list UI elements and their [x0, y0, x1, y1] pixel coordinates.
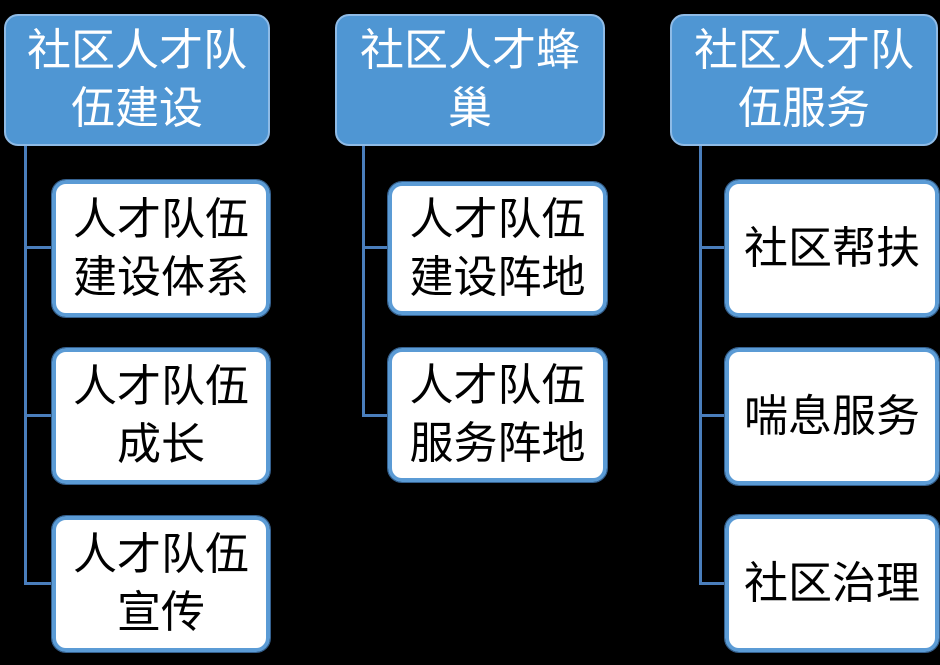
child-label: 人才队伍宣传 [73, 530, 249, 637]
header-label: 社区人才蜂巢 [360, 26, 580, 133]
child-box-talent-growth: 人才队伍成长 [51, 347, 271, 485]
header-box-talent-service: 社区人才队伍服务 [670, 14, 938, 146]
child-label: 人才队伍建设阵地 [409, 194, 586, 302]
connector-branch [699, 246, 725, 249]
child-label: 人才队伍成长 [73, 362, 249, 469]
connector-trunk [362, 146, 365, 417]
child-label: 人才队伍服务阵地 [409, 361, 586, 468]
connector-branch [699, 582, 725, 585]
child-box-building-position: 人才队伍建设阵地 [387, 181, 608, 316]
connector-branch [362, 414, 388, 417]
child-label: 人才队伍建设体系 [73, 194, 249, 302]
header-box-talent-building: 社区人才队伍建设 [4, 14, 270, 146]
connector-branch [24, 414, 52, 417]
connector-branch [699, 414, 725, 417]
connector-trunk [24, 146, 27, 585]
connector-branch [24, 582, 52, 585]
header-label: 社区人才队伍服务 [694, 26, 914, 133]
child-box-community-governance: 社区治理 [724, 514, 940, 653]
connector-trunk [699, 146, 702, 585]
child-box-talent-system: 人才队伍建设体系 [51, 179, 271, 318]
connector-branch [24, 246, 52, 249]
connector-branch [362, 246, 388, 249]
child-label: 社区帮扶 [744, 223, 920, 273]
child-box-community-assistance: 社区帮扶 [724, 179, 940, 318]
child-box-service-position: 人才队伍服务阵地 [387, 347, 608, 483]
child-label: 喘息服务 [744, 391, 920, 441]
header-label: 社区人才队伍建设 [27, 26, 247, 133]
child-box-respite-service: 喘息服务 [724, 347, 940, 486]
header-box-talent-hive: 社区人才蜂巢 [335, 14, 605, 146]
child-box-talent-publicity: 人才队伍宣传 [51, 515, 271, 653]
child-label: 社区治理 [744, 558, 920, 608]
